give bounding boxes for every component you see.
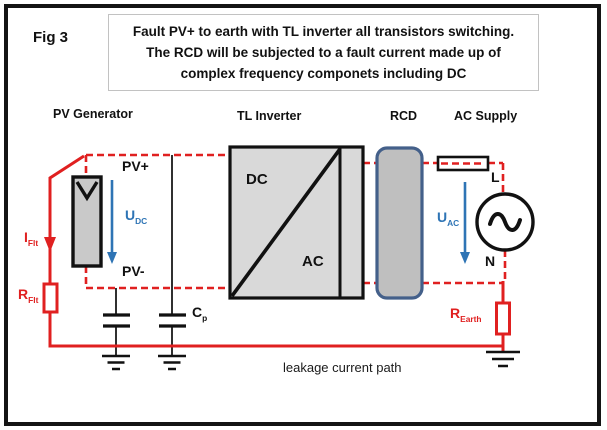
ac-source-icon	[475, 192, 535, 252]
title-line-2: The RCD will be subjected to a fault cur…	[146, 45, 501, 60]
header-tl-inverter: TL Inverter	[237, 109, 302, 123]
label-udc: UDC	[125, 207, 148, 226]
label-rflt: RFlt	[18, 286, 39, 305]
resistor-rflt-icon	[42, 282, 59, 314]
fault-current-arrowhead	[44, 237, 56, 252]
title-line-1: Fault PV+ to earth with TL inverter all …	[132, 24, 515, 39]
label-pv-plus: PV+	[122, 158, 149, 174]
outer-border	[4, 4, 601, 426]
pv-module-icon	[71, 175, 103, 268]
title-line-3: complex frequency componets including DC	[180, 66, 467, 81]
rcd-block-icon	[375, 146, 424, 300]
capacitor-cp-icon	[159, 313, 186, 328]
ground-icon-cp	[158, 354, 186, 371]
label-pv-minus: PV-	[122, 263, 145, 279]
label-neutral-terminal: N	[485, 253, 496, 269]
figure-number: Fig 3	[33, 29, 69, 46]
link-fuse-icon	[436, 155, 490, 172]
header-pv-generator: PV Generator	[53, 107, 133, 121]
label-iflt: IFlt	[24, 229, 39, 248]
udc-arrow	[107, 180, 117, 264]
label-ac-side: AC	[302, 253, 324, 270]
label-dc-side: DC	[246, 171, 268, 188]
label-uac: UAC	[437, 209, 460, 228]
label-cp: Cp	[192, 304, 208, 323]
capacitor-pv-minus-icon	[103, 313, 130, 328]
uac-arrow	[460, 182, 470, 264]
inverter-box-icon	[228, 145, 365, 300]
header-rcd: RCD	[390, 109, 418, 123]
ground-icon-earth	[486, 350, 520, 368]
title-box: Fault PV+ to earth with TL inverter all …	[108, 14, 539, 91]
label-rearth: REarth	[450, 305, 482, 324]
dc-link-conductors	[115, 155, 173, 356]
ground-icon-pv-minus	[102, 354, 130, 371]
header-ac-supply: AC Supply	[454, 109, 518, 123]
label-line-terminal: L	[491, 169, 500, 185]
resistor-rearth-icon	[495, 301, 511, 336]
label-leakage-path: leakage current path	[283, 360, 402, 375]
red-dashed-wiring	[84, 153, 507, 290]
red-solid-fault-path	[44, 154, 505, 352]
